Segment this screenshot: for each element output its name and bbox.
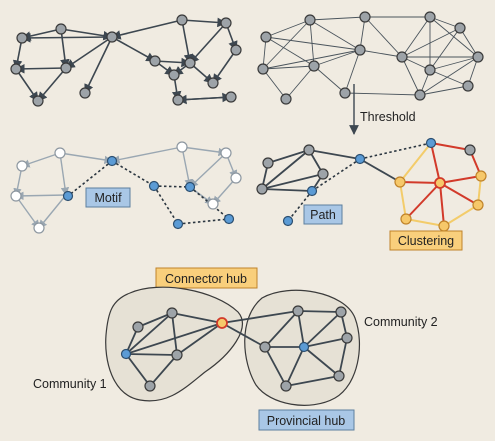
path-dotted-edges — [287, 142, 432, 222]
provincial-hub-label: Provincial hub — [258, 409, 355, 431]
motif-network — [13, 146, 238, 229]
weighted-nodes — [257, 11, 484, 105]
svg-text:Provincial hub: Provincial hub — [267, 414, 346, 428]
motif-nodes — [10, 141, 242, 234]
svg-text:Motif: Motif — [94, 191, 122, 205]
path-network — [261, 149, 401, 192]
path-label: Path — [303, 204, 343, 225]
community-1-boundary — [105, 286, 243, 402]
directed-network — [12, 17, 238, 105]
community-1-label: Community 1 — [33, 377, 107, 391]
svg-text:Path: Path — [310, 208, 336, 222]
motif-label: Motif — [85, 187, 131, 208]
weighted-network — [262, 16, 479, 100]
community-2-label: Community 2 — [364, 315, 438, 329]
threshold-arrow: Threshold — [349, 84, 416, 135]
svg-text:Clustering: Clustering — [398, 234, 454, 248]
threshold-label: Threshold — [360, 110, 416, 124]
directed-nodes — [10, 14, 242, 107]
connector-hub-label: Connector hub — [155, 267, 258, 289]
community-nodes — [120, 305, 353, 392]
path-nodes — [256, 137, 487, 232]
clustering-edges — [399, 142, 482, 227]
clustering-label: Clustering — [389, 230, 463, 251]
svg-text:Connector hub: Connector hub — [165, 272, 247, 286]
